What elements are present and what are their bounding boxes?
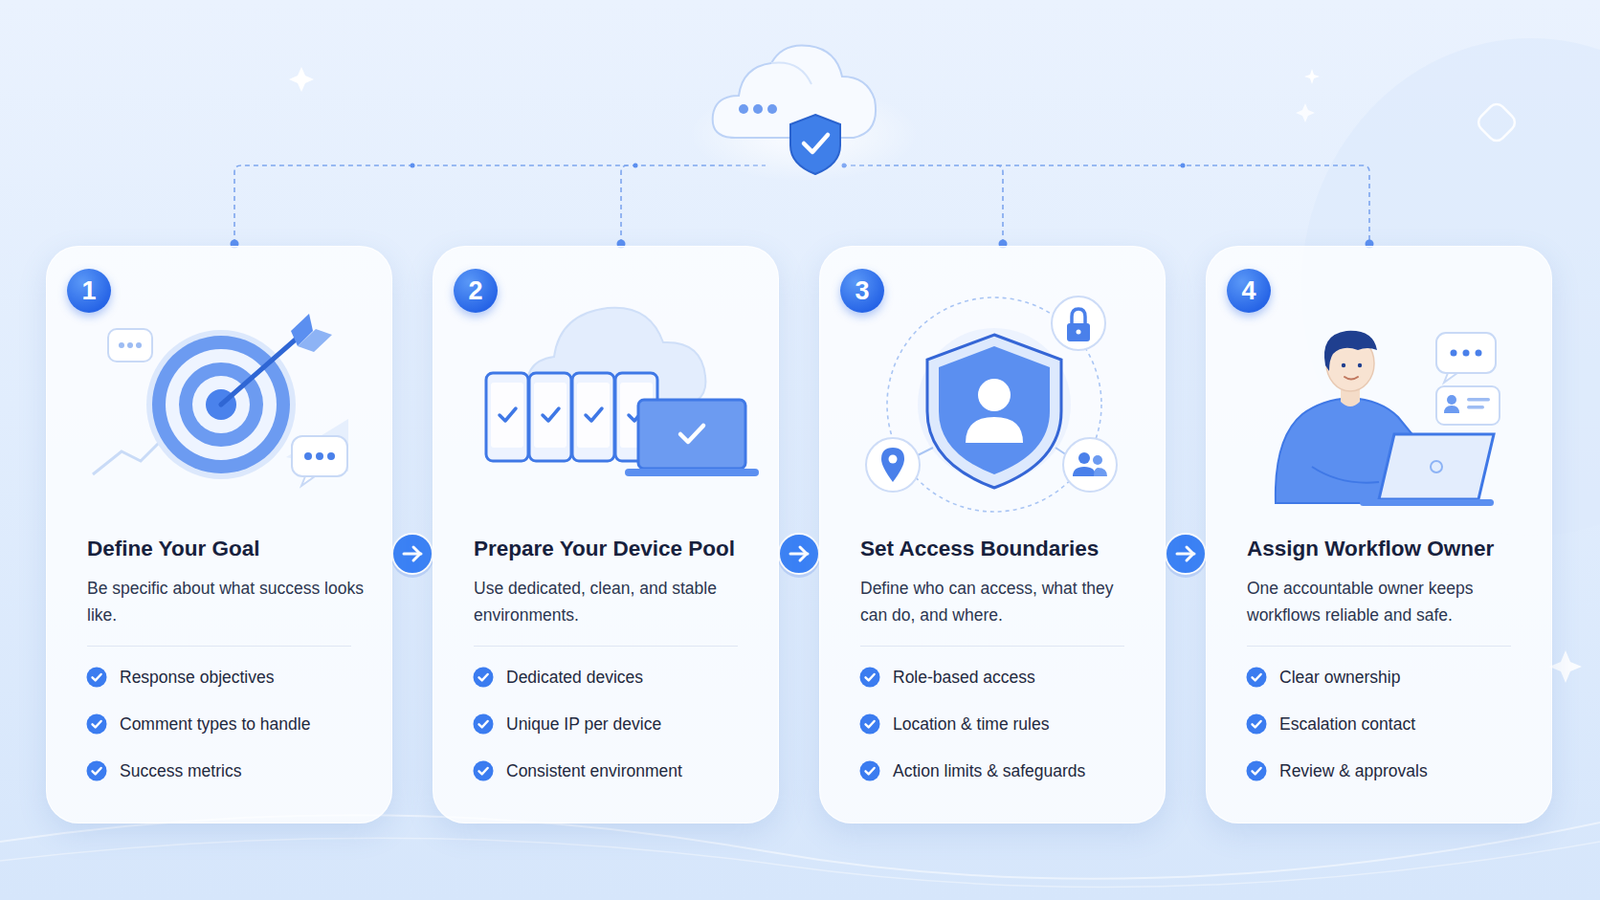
step-title: Prepare Your Device Pool xyxy=(473,535,735,563)
checklist-item: Unique IP per device xyxy=(506,712,662,736)
check-icon xyxy=(86,666,108,689)
step-description: One accountable owner keeps workflows re… xyxy=(1246,575,1527,629)
check-icon xyxy=(1245,760,1267,782)
check-icon xyxy=(86,713,108,735)
checklist-item: Consistent environment xyxy=(506,759,683,783)
checklist-item: Role-based access xyxy=(892,666,1036,689)
checklist-item: Action limits & safeguards xyxy=(892,759,1086,783)
step-number: 1 xyxy=(81,278,96,305)
check-icon xyxy=(472,713,494,735)
checklist-item: Review & approvals xyxy=(1279,759,1428,783)
checklist-item: Location & time rules xyxy=(892,712,1049,736)
step-number: 3 xyxy=(854,278,869,305)
step-number-badge: 3 xyxy=(840,268,885,313)
check-icon xyxy=(472,666,494,689)
check-icon xyxy=(86,760,108,782)
checklist-item: Response objectives xyxy=(119,666,274,689)
step-card: Assign Workflow OwnerOne accountable own… xyxy=(1205,245,1553,824)
checklist-item: Clear ownership xyxy=(1279,666,1400,689)
card-divider xyxy=(473,645,738,647)
step-description: Be specific about what success looks lik… xyxy=(87,575,367,629)
step-title: Assign Workflow Owner xyxy=(1246,535,1494,563)
step-number: 2 xyxy=(467,278,483,305)
checklist-item: Success metrics xyxy=(119,759,242,783)
step-card: Prepare Your Device PoolUse dedicated, c… xyxy=(432,245,779,824)
step-number: 4 xyxy=(1241,278,1256,305)
step-number-badge: 2 xyxy=(453,268,498,313)
checklist-item: Comment types to handle xyxy=(119,712,311,736)
step-description: Use dedicated, clean, and stable environ… xyxy=(473,575,754,629)
check-icon xyxy=(472,760,494,782)
checklist-item: Dedicated devices xyxy=(506,666,644,689)
step-arrow xyxy=(777,533,821,578)
step-title: Set Access Boundaries xyxy=(860,535,1099,563)
check-icon xyxy=(859,713,881,735)
step-card: Set Access BoundariesDefine who can acce… xyxy=(819,245,1166,824)
step-card: Define Your Goal Be specific about what s… xyxy=(45,245,393,824)
check-icon xyxy=(1245,666,1267,689)
step-title: Define Your Goal xyxy=(87,535,260,563)
check-icon xyxy=(859,760,881,782)
check-icon xyxy=(859,666,881,689)
check-icon xyxy=(1245,713,1267,735)
step-description: Define who can access, what they can do,… xyxy=(860,575,1140,629)
card-divider xyxy=(860,645,1125,647)
step-arrow xyxy=(391,533,434,578)
step-number-badge: 4 xyxy=(1226,268,1271,313)
step-arrow xyxy=(1164,533,1207,578)
card-divider xyxy=(87,645,352,647)
checklist-item: Escalation contact xyxy=(1279,712,1416,736)
step-number-badge: 1 xyxy=(66,268,112,313)
card-divider xyxy=(1246,645,1512,647)
